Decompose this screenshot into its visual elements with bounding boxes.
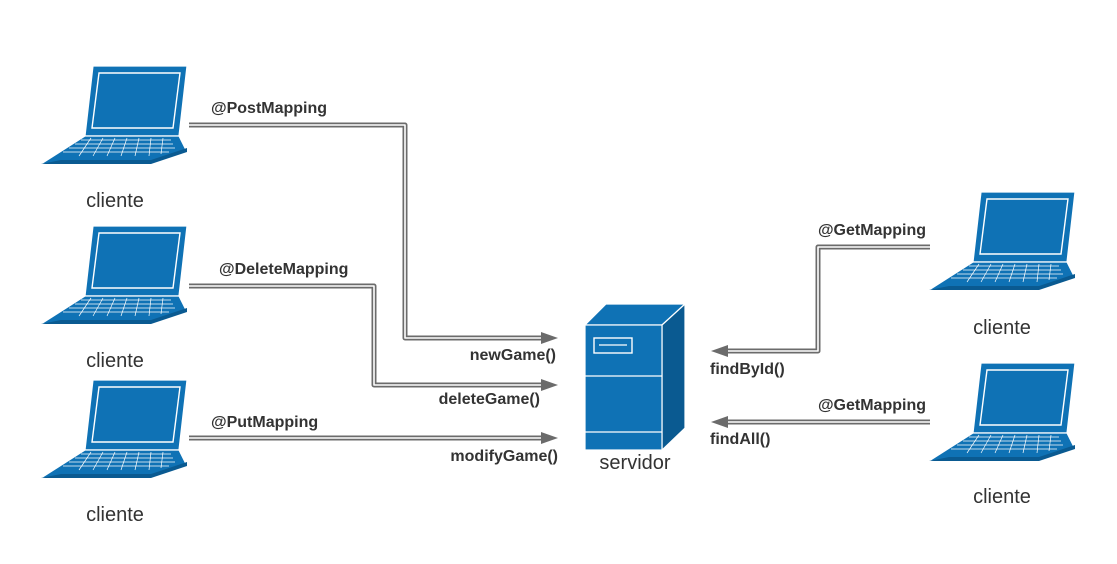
node-label-client-delete: cliente — [86, 350, 144, 372]
node-label-client-get-all: cliente — [973, 486, 1031, 508]
edge-method-delete: deleteGame() — [439, 391, 540, 408]
laptop-icon — [928, 362, 1076, 462]
arrowhead-get-all — [711, 416, 728, 428]
laptop-icon — [40, 225, 188, 325]
edge-method-post: newGame() — [470, 347, 556, 364]
edge-delete-connector — [189, 283, 558, 391]
edge-annotation-get-by-id: @GetMapping — [818, 222, 926, 239]
arrowhead-post — [541, 332, 558, 344]
laptop-icon — [928, 191, 1076, 291]
edge-annotation-post: @PostMapping — [211, 100, 327, 117]
edge-annotation-delete: @DeleteMapping — [219, 261, 348, 278]
edge-method-put: modifyGame() — [450, 448, 558, 465]
arrowhead-delete — [541, 379, 558, 391]
laptop-icon — [40, 379, 188, 479]
edge-method-get-by-id: findById() — [710, 361, 785, 378]
arrowhead-put — [541, 432, 558, 444]
edge-post-connector — [189, 122, 558, 344]
node-label-server: servidor — [599, 452, 670, 474]
arrowhead-get-by-id — [711, 345, 728, 357]
laptop-icon — [40, 65, 188, 165]
node-label-client-put: cliente — [86, 504, 144, 526]
edge-put-connector — [189, 432, 558, 444]
edge-method-get-all: findAll() — [710, 431, 770, 448]
edge-get-all-connector — [711, 416, 930, 428]
edge-get-by-id-connector — [711, 244, 930, 357]
edge-annotation-get-all: @GetMapping — [818, 397, 926, 414]
node-label-client-get-by-id: cliente — [973, 317, 1031, 339]
server-tower-icon — [583, 302, 687, 452]
node-label-client-post: cliente — [86, 190, 144, 212]
edge-annotation-put: @PutMapping — [211, 414, 318, 431]
